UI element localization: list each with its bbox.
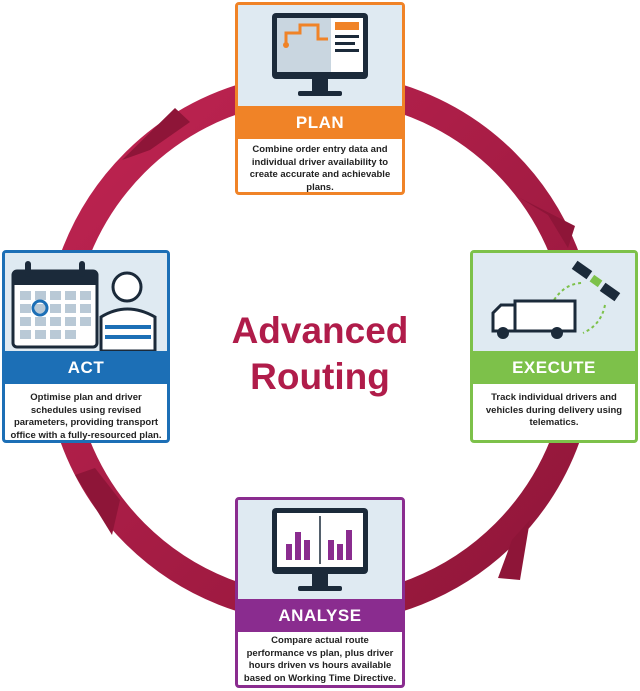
step-description-plan: Combine order entry data and individual … xyxy=(249,144,391,193)
step-description-analyse: Compare actual route performance vs plan… xyxy=(243,635,397,684)
driver-icon xyxy=(99,271,157,351)
calendar-driver-icon xyxy=(11,261,157,351)
arrow-execute-to-analyse xyxy=(498,520,530,580)
arrow-analyse-to-act xyxy=(75,468,120,535)
step-card-act: ACT Optimise plan and driver schedules u… xyxy=(2,250,170,443)
truck-satellite-icon xyxy=(491,260,621,339)
step-label-analyse: ANALYSE xyxy=(238,599,402,632)
execute-illustration xyxy=(473,253,635,351)
title-line-2: Routing xyxy=(250,356,390,397)
monitor-route-map-icon xyxy=(272,13,368,96)
act-illustration xyxy=(5,253,167,351)
calendar-icon xyxy=(11,261,99,349)
monitor-bar-charts-icon xyxy=(272,508,368,591)
arrow-plan-to-execute xyxy=(520,198,575,248)
step-card-execute: EXECUTE Track individual drivers and veh… xyxy=(470,250,638,443)
arrow-act-to-plan xyxy=(122,108,190,160)
plan-illustration xyxy=(238,5,402,106)
diagram-title: Advanced Routing xyxy=(190,308,450,400)
step-description-act: Optimise plan and driver schedules using… xyxy=(10,392,162,441)
step-label-plan: PLAN xyxy=(238,106,402,139)
satellite-icon xyxy=(571,260,621,302)
step-card-plan: PLAN Combine order entry data and indivi… xyxy=(235,2,405,195)
step-card-analyse: ANALYSE Compare actual route performance… xyxy=(235,497,405,688)
title-line-1: Advanced xyxy=(231,310,409,351)
truck-icon xyxy=(491,299,577,339)
step-description-execute: Track individual drivers and vehicles du… xyxy=(485,392,623,428)
step-label-act: ACT xyxy=(5,351,167,384)
analyse-illustration xyxy=(238,500,402,599)
step-label-execute: EXECUTE xyxy=(473,351,635,384)
